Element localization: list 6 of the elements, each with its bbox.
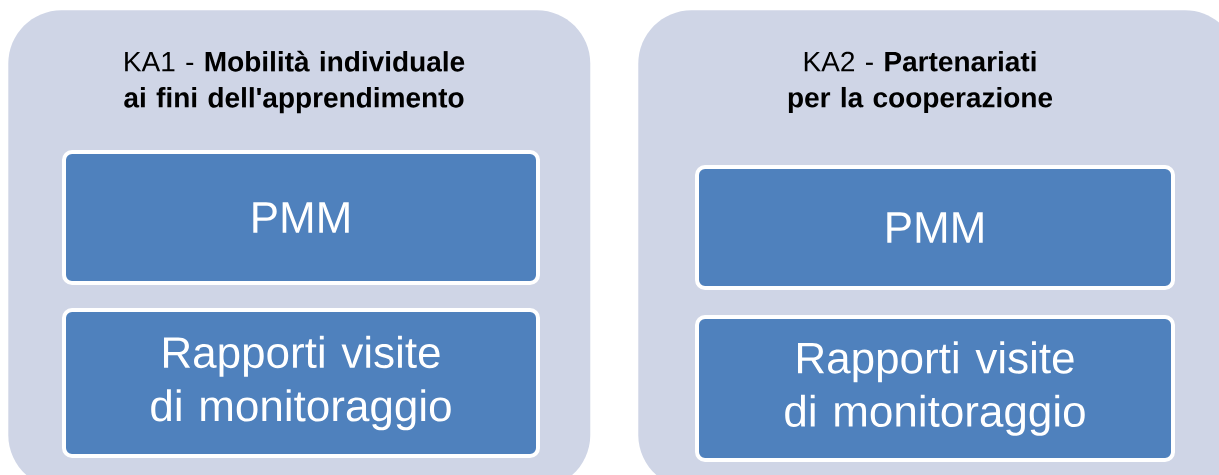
text-box: PMM [62, 150, 540, 285]
text-box: PMM [695, 165, 1175, 290]
text-box: Rapporti visite di monitoraggio [695, 315, 1175, 462]
text-box: Rapporti visite di monitoraggio [62, 308, 540, 458]
panel-title: KA2 - Partenariati per la cooperazione [788, 50, 1053, 114]
panel-title: KA1 - Mobilità individuale ai fini dell'apprendimento [124, 50, 465, 114]
